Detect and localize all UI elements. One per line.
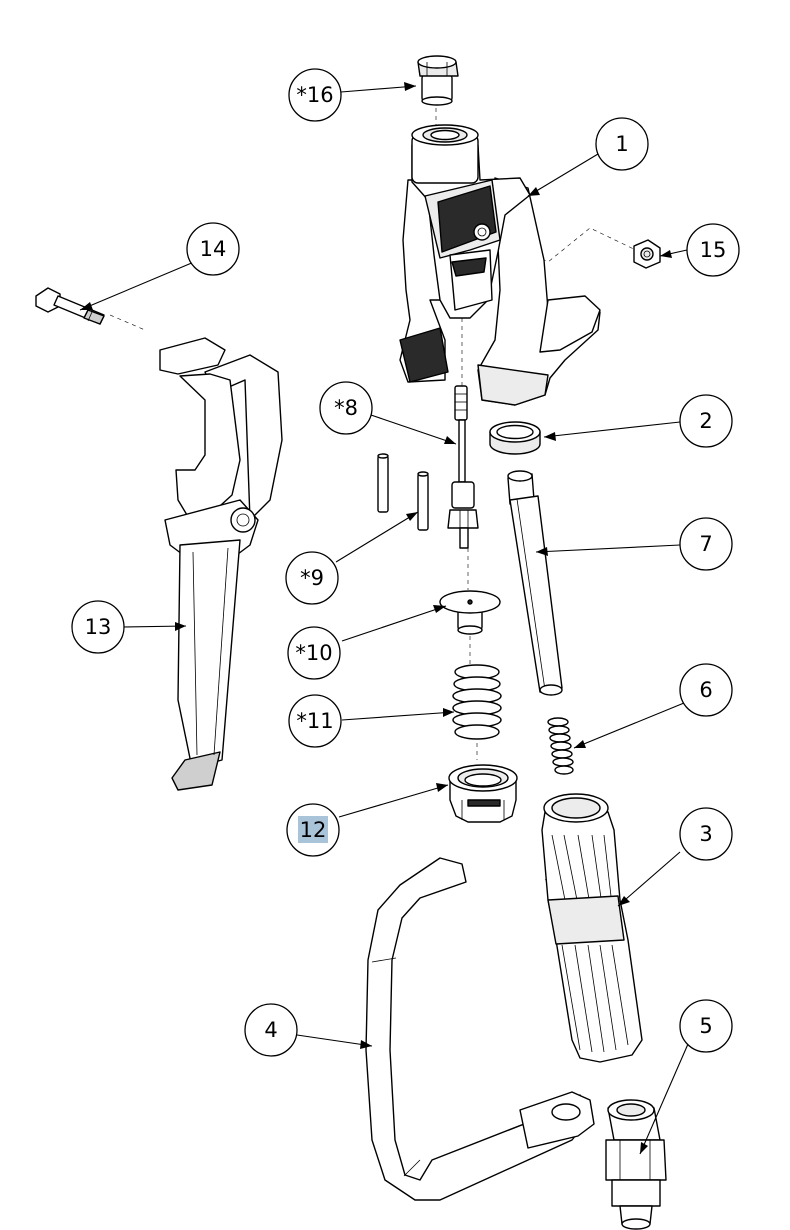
callout-1: 1 [595, 117, 649, 171]
callout-12: 12 [286, 803, 340, 857]
callout-6-label: 6 [699, 678, 712, 702]
part-16-cap [417, 55, 459, 106]
callout-2: 2 [679, 394, 733, 448]
part-9-pins [377, 453, 429, 531]
callout-16: *16 [288, 68, 342, 122]
callout-7-label: 7 [699, 532, 712, 556]
callout-7: 7 [679, 517, 733, 571]
part-8-needle [447, 385, 479, 549]
callout-15-label: 15 [700, 238, 727, 262]
callout-10: *10 [287, 626, 341, 680]
callout-11: *11 [288, 694, 342, 748]
part-5-swivel [605, 1099, 667, 1230]
callout-3-label: 3 [699, 822, 712, 846]
part-10-disc [439, 590, 501, 635]
part-7-tube [507, 470, 563, 696]
part-13-trigger [159, 337, 283, 791]
callout-6: 6 [679, 663, 733, 717]
callout-9: *9 [285, 551, 339, 605]
callout-14: 14 [186, 222, 240, 276]
callout-8: *8 [319, 381, 373, 435]
part-12-collar [448, 764, 518, 823]
callout-10-label: *10 [295, 641, 332, 665]
part-3-handle [541, 793, 643, 1063]
callout-8-label: *8 [334, 396, 358, 420]
part-14-pin [35, 287, 105, 325]
callout-14-label: 14 [200, 237, 227, 261]
callout-2-label: 2 [699, 409, 712, 433]
part-2-ring [489, 421, 541, 455]
callout-12-highlight [298, 816, 328, 843]
part-1-gun-body [399, 124, 601, 406]
callout-13: 13 [71, 600, 125, 654]
callout-5: 5 [679, 999, 733, 1053]
callout-4: 4 [244, 1003, 298, 1057]
callout-15: 15 [686, 223, 740, 277]
part-11-spring [452, 664, 502, 740]
callout-4-label: 4 [264, 1018, 277, 1042]
callout-9-label: *9 [300, 566, 324, 590]
callout-5-label: 5 [699, 1014, 712, 1038]
callout-16-label: *16 [296, 83, 333, 107]
leader-lines [79, 82, 689, 1155]
part-6-small-spring [547, 717, 574, 775]
callout-12-label: 12 [300, 818, 327, 842]
callout-3: 3 [679, 807, 733, 861]
callout-13-label: 13 [85, 615, 112, 639]
callout-1-label: 1 [615, 132, 628, 156]
callout-11-label: *11 [296, 709, 333, 733]
part-15-nut [633, 239, 661, 269]
part-4-guard [365, 857, 595, 1201]
